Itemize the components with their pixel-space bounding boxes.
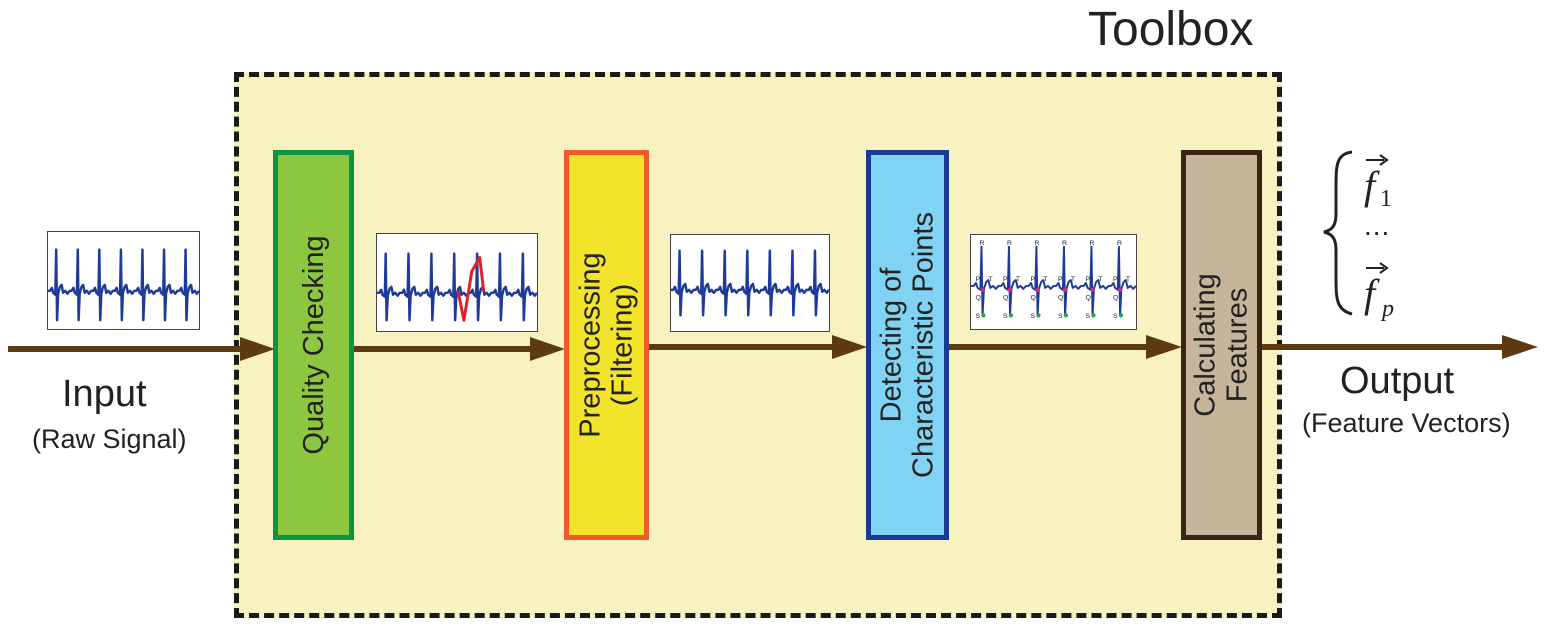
s-point-marker: [1118, 313, 1124, 318]
s-wave-label: S: [1003, 313, 1008, 320]
toolbox-container: [234, 72, 1282, 618]
s-wave-label: S: [1031, 313, 1036, 320]
artifact-segment: [456, 256, 486, 322]
t-wave-label: T: [1016, 276, 1021, 283]
s-wave-label: S: [1113, 313, 1118, 320]
output-subtitle: (Feature Vectors): [1302, 408, 1511, 438]
calculating-label: Calculating Features: [1189, 273, 1254, 417]
p-wave-label: P: [1031, 276, 1036, 283]
s-point-marker: [1008, 313, 1014, 318]
quality-checked-signal-thumbnail: [376, 233, 538, 332]
r-wave-label: R: [1117, 240, 1122, 247]
q-point-marker: [1007, 287, 1013, 292]
signal-trace: [48, 248, 199, 322]
input-title: Input: [62, 373, 147, 415]
input-subtitle: (Raw Signal): [32, 424, 187, 454]
s-wave-label: S: [1086, 313, 1091, 320]
feature-vector-brace: [1323, 150, 1353, 316]
signal-trace: [971, 245, 1136, 317]
p-wave-label: P: [1003, 276, 1008, 283]
vector-arrow-icon: [1366, 262, 1389, 274]
r-wave-label: R: [1034, 240, 1039, 247]
signal-trace: [377, 252, 537, 322]
r-wave-label: R: [1007, 240, 1012, 247]
output-title: Output: [1340, 360, 1455, 402]
p-wave-label: P: [1113, 276, 1118, 283]
toolbox-label: Toolbox: [1088, 3, 1254, 56]
q-point-marker: [1090, 287, 1095, 292]
preprocessing-label: Preprocessing (Filtering): [574, 252, 639, 438]
q-point-marker: [1062, 287, 1068, 292]
t-wave-label: T: [1126, 276, 1131, 283]
r-wave-label: R: [1062, 240, 1067, 247]
p-wave-label: P: [1058, 276, 1063, 283]
r-wave-label: R: [1089, 240, 1094, 247]
r-wave-label: R: [979, 240, 984, 247]
t-wave-label: T: [1071, 276, 1076, 283]
t-wave-label: T: [1043, 276, 1048, 283]
q-wave-label: Q: [1113, 295, 1119, 302]
s-wave-label: S: [976, 313, 981, 320]
s-wave-label: S: [1058, 313, 1063, 320]
p-wave-label: P: [1086, 276, 1091, 283]
s-point-marker: [981, 313, 986, 318]
q-point-marker: [1117, 287, 1123, 292]
p-wave-label: P: [976, 276, 981, 283]
q-wave-label: Q: [1058, 295, 1064, 302]
q-wave-label: Q: [1003, 295, 1009, 302]
feature-vector-ellipsis: ...: [1364, 210, 1391, 241]
q-point-marker: [1035, 287, 1040, 292]
q-wave-label: Q: [1031, 295, 1037, 302]
filtered-signal-thumbnail: [670, 234, 830, 332]
s-point-marker: [1091, 313, 1096, 318]
raw-signal-thumbnail: [47, 231, 200, 330]
vector-arrow-icon: [1366, 154, 1389, 166]
s-point-marker: [1063, 313, 1069, 318]
q-wave-label: Q: [976, 295, 982, 302]
quality-checking-block: Quality Checking: [273, 150, 354, 540]
detecting-label: Detecting of Characteristic Points: [875, 212, 940, 478]
t-wave-label: T: [988, 276, 993, 283]
s-point-marker: [1036, 313, 1041, 318]
t-wave-label: T: [1098, 276, 1103, 283]
signal-trace: [671, 249, 829, 317]
q-point-marker: [980, 287, 985, 292]
quality-checking-label: Quality Checking: [297, 235, 330, 455]
calculating-block: Calculating Features: [1181, 150, 1262, 540]
q-wave-label: Q: [1086, 295, 1092, 302]
preprocessing-block: Preprocessing (Filtering): [564, 150, 649, 540]
detecting-block: Detecting of Characteristic Points: [866, 150, 949, 540]
